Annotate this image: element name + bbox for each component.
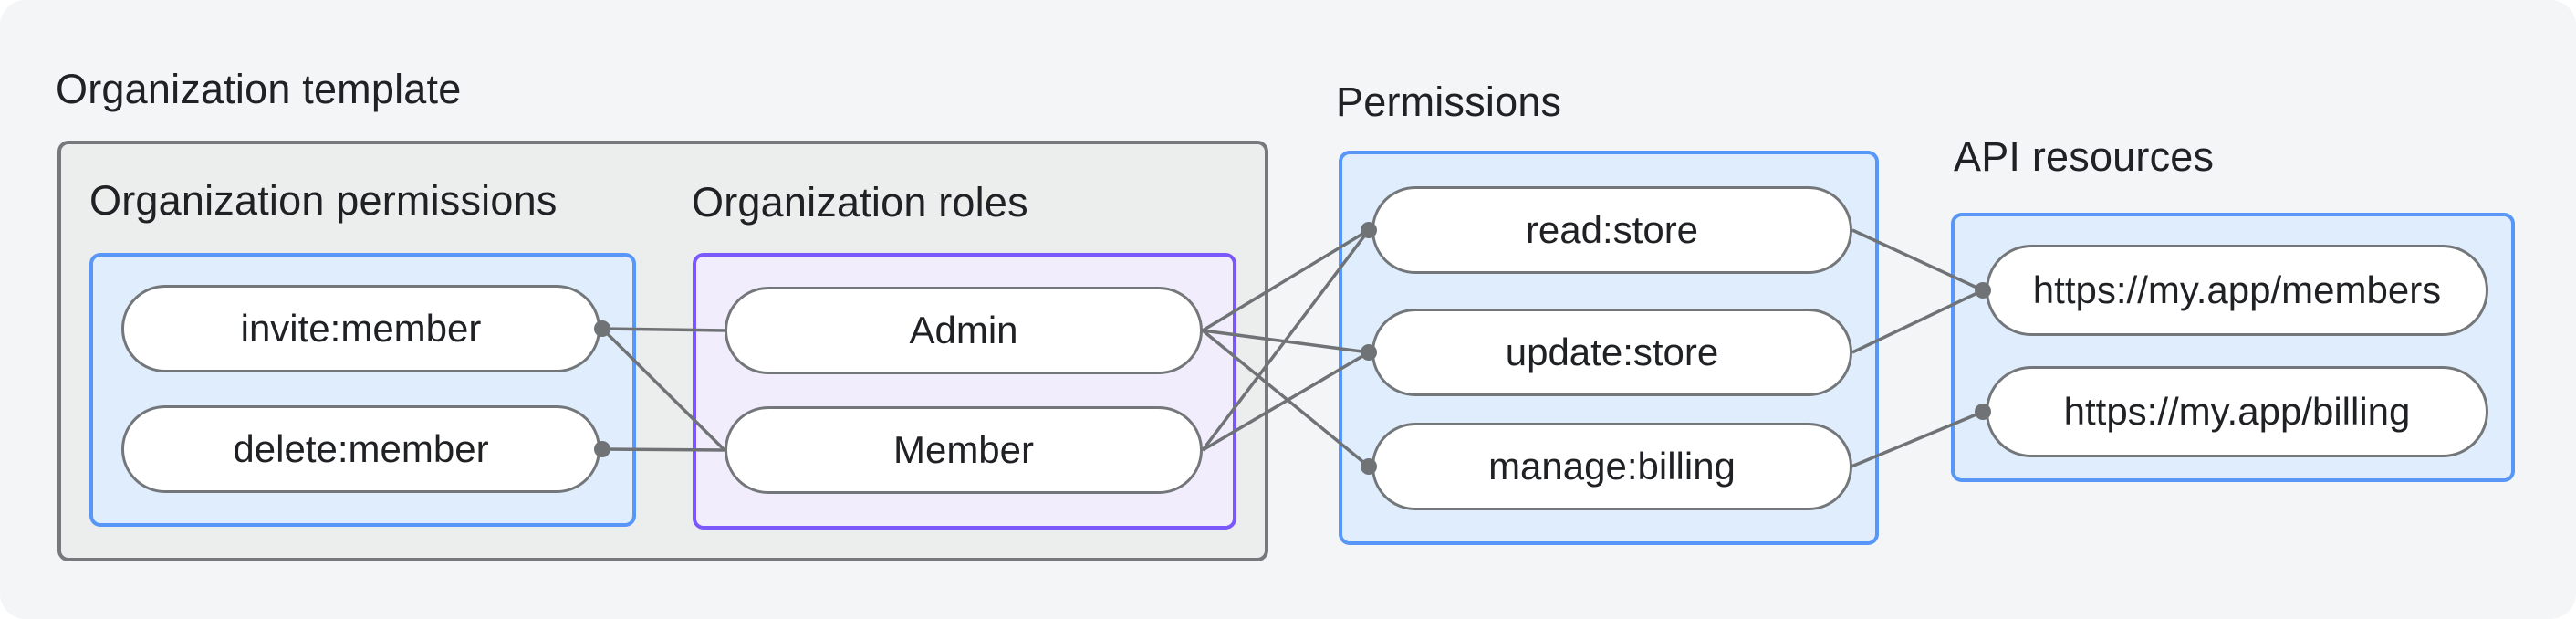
node-api-members-label: https://my.app/members (2032, 268, 2442, 311)
node-invite-member: invite:member (121, 285, 600, 372)
node-delete-member: delete:member (121, 405, 600, 493)
node-update-store: update:store (1371, 309, 1852, 396)
node-api-billing-label: https://my.app/billing (2063, 390, 2411, 433)
organization-permissions-label: Organization permissions (89, 177, 558, 224)
node-delete-member-label: delete:member (233, 427, 489, 470)
permissions-label: Permissions (1336, 79, 1562, 125)
node-invite-member-label: invite:member (240, 307, 482, 350)
node-read-store: read:store (1371, 186, 1852, 274)
api-resources-label: API resources (1954, 133, 2215, 180)
node-member-label: Member (892, 428, 1035, 471)
node-admin: Admin (725, 287, 1203, 374)
node-api-billing: https://my.app/billing (1986, 366, 2488, 457)
node-read-store-label: read:store (1525, 208, 1699, 251)
node-manage-billing-label: manage:billing (1488, 445, 1736, 488)
node-admin-label: Admin (909, 309, 1018, 351)
node-update-store-label: update:store (1505, 330, 1719, 373)
organization-template-label: Organization template (56, 66, 462, 112)
node-manage-billing: manage:billing (1371, 423, 1852, 510)
node-member: Member (725, 406, 1203, 494)
organization-roles-label: Organization roles (692, 179, 1028, 226)
node-api-members: https://my.app/members (1986, 245, 2488, 336)
